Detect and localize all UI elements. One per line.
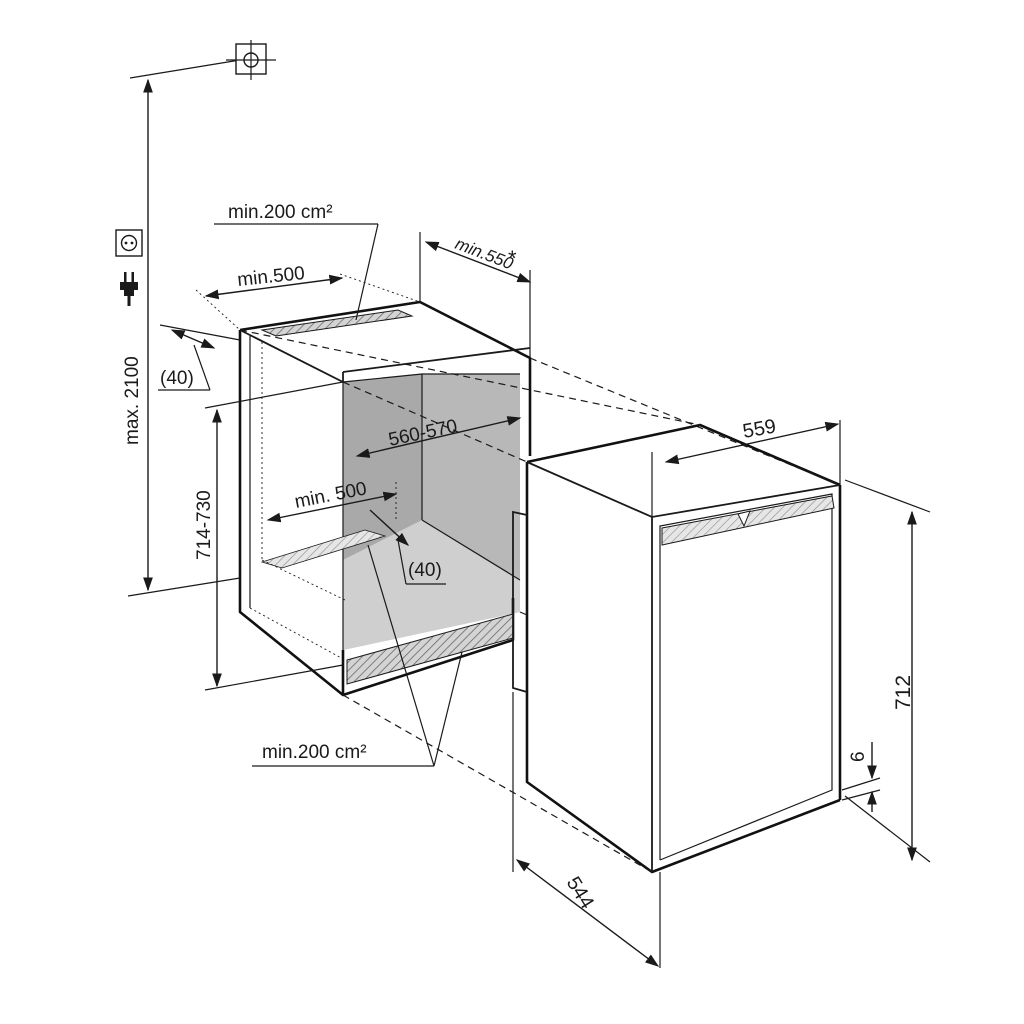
appliance-depth-label: 544: [562, 873, 598, 913]
rear-asterisk: *: [508, 246, 517, 271]
top-depth-label: min.500: [236, 263, 305, 291]
door-handle-notch: [737, 510, 751, 528]
bottom-offset-label: (40): [408, 560, 442, 581]
appliance: [512, 423, 842, 874]
mounting-target-icon: [226, 40, 276, 80]
top-vent-opening: [260, 309, 414, 337]
socket-icon: [115, 229, 143, 257]
cabinet-niche: [238, 300, 532, 697]
top-vent-label: min.200 cm²: [228, 202, 333, 223]
max-height-label: max. 2100: [122, 356, 143, 445]
plug-icon: [120, 272, 138, 306]
niche-floor: [343, 520, 520, 650]
bottom-vent-label: min.200 cm²: [262, 742, 367, 763]
control-panel: [661, 495, 835, 546]
floor-vent-opening: [260, 529, 387, 569]
appliance-height-label: 712: [892, 675, 915, 710]
dimensions: max. 2100 714-730 min.500 min.200 cm² (4…: [122, 59, 931, 968]
niche-height-label: 714-730: [194, 490, 215, 560]
top-offset-label: (40): [160, 368, 194, 389]
rear-depth-label: min.550: [453, 234, 517, 274]
door-gap-label: 6: [848, 751, 869, 762]
